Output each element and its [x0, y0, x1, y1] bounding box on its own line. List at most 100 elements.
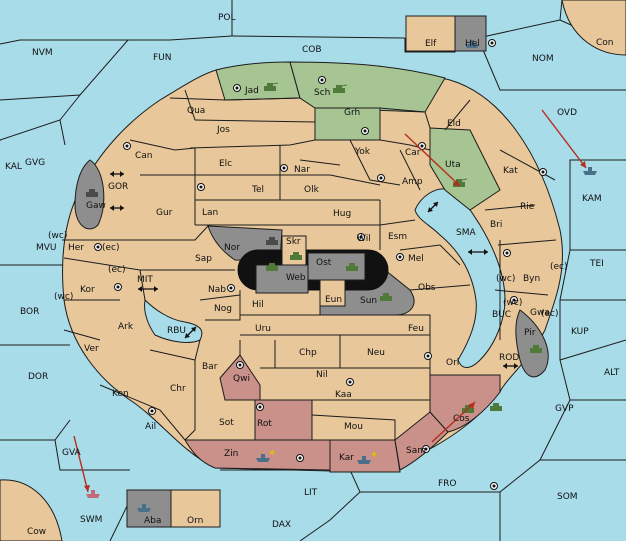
fleet-unit[interactable] [583, 167, 597, 175]
label-ail: Ail [145, 422, 156, 432]
army-unit[interactable] [290, 252, 302, 260]
label-hug: Hug [333, 209, 351, 219]
svg-text:✦: ✦ [268, 448, 276, 459]
order-arrows [73, 109, 587, 493]
label-qwi: Qwi [233, 374, 250, 384]
label-her: Her [68, 243, 84, 253]
region-aba[interactable] [126, 489, 172, 528]
svg-text:✦: ✦ [370, 450, 378, 461]
region-eun[interactable] [319, 279, 346, 307]
label-dor: DOR [28, 372, 48, 382]
label-con: Con [596, 38, 614, 48]
region-qwi[interactable] [219, 354, 261, 401]
label-mit: MIT [137, 275, 153, 285]
region-web[interactable] [255, 264, 309, 294]
fleet-unit[interactable] [86, 490, 100, 498]
label-nab: Nab [208, 285, 226, 295]
supply-center [318, 76, 326, 84]
army-unit[interactable] [266, 263, 278, 271]
label-elf: Elf [425, 39, 437, 49]
crossing-arrows [110, 171, 518, 369]
label-ark: Ark [118, 322, 134, 332]
label-gva: GVA [62, 448, 82, 458]
supply-center [233, 84, 241, 92]
army-unit[interactable] [333, 84, 348, 93]
label-kam: KAM [582, 194, 602, 204]
supply-center [539, 168, 547, 176]
army-unit[interactable] [266, 237, 278, 245]
supply-center [114, 283, 122, 291]
label-qua: Qua [187, 106, 205, 116]
label-feu: Feu [408, 324, 424, 334]
region-zin[interactable] [184, 439, 331, 471]
label-dax: DAX [272, 520, 291, 530]
label-ovd: OVD [557, 108, 577, 118]
label-eld: Eld [447, 119, 461, 129]
label-gwa: Gwa [530, 308, 550, 318]
region-orn[interactable] [170, 489, 221, 528]
supply-center [148, 407, 156, 415]
supply-center [357, 233, 365, 241]
supply-center [227, 284, 235, 292]
label-tel: Tel [251, 185, 264, 195]
army-unit[interactable] [530, 345, 542, 353]
label-sam: Sam [406, 446, 426, 456]
army-unit[interactable] [380, 293, 392, 301]
label-nil: Nil [316, 370, 328, 380]
label-obs: Obs [418, 283, 436, 293]
region-elf[interactable] [405, 15, 456, 52]
fleet-unit[interactable] [465, 40, 479, 48]
fleet-unit[interactable] [256, 454, 270, 462]
label-alt: ALT [604, 368, 620, 378]
army-unit[interactable] [264, 82, 279, 91]
region-sch[interactable] [289, 61, 446, 113]
army-unit[interactable] [462, 405, 474, 413]
supply-center [280, 164, 288, 172]
army-unit[interactable] [346, 263, 358, 271]
double-arrow-icon [138, 286, 158, 292]
fleet-unit[interactable] [137, 504, 151, 512]
label-kup: KUP [571, 327, 589, 337]
label-buc: BUC [492, 310, 511, 320]
label-kor: Kor [80, 285, 95, 295]
label-pir: Pir [524, 328, 536, 338]
army-unit[interactable] [86, 189, 98, 197]
label-jad: Jad [244, 86, 259, 96]
label-lan: Lan [202, 208, 218, 218]
region-uta[interactable] [429, 127, 501, 211]
label-web: Web [286, 273, 306, 283]
fleet-unit[interactable] [357, 456, 371, 464]
label-mou: Mou [344, 422, 363, 432]
supply-center [346, 378, 354, 386]
label-som: SOM [557, 492, 578, 502]
move-order-arrow [541, 109, 587, 169]
coast-label: (wc) [503, 298, 522, 308]
region-pir[interactable] [515, 309, 549, 378]
label-sma: SMA [456, 228, 476, 238]
label-nvm: NVM [32, 48, 53, 58]
supply-center [510, 296, 518, 304]
label-pol: POL [218, 13, 236, 23]
label-uta: Uta [445, 160, 461, 170]
label-amp: Amp [402, 177, 423, 187]
label-fro: FRO [438, 479, 457, 489]
label-cos: Cos [453, 414, 470, 424]
double-arrow-icon [427, 201, 439, 213]
label-neu: Neu [367, 348, 385, 358]
label-ost: Ost [316, 258, 332, 268]
supply-center [503, 249, 511, 257]
label-olk: Olk [304, 185, 320, 195]
army-unit[interactable] [490, 403, 502, 411]
label-jos: Jos [216, 125, 230, 135]
supply-center [123, 142, 131, 150]
coast-label: (wc) [496, 274, 515, 284]
label-grh: Grh [344, 108, 360, 118]
label-hel: Hel [465, 39, 480, 49]
label-sap: Sap [195, 254, 212, 264]
label-eun: Eun [325, 295, 342, 305]
region-cos[interactable] [429, 374, 501, 433]
label-nom: NOM [532, 54, 554, 64]
label-ver: Ver [84, 344, 99, 354]
region-con[interactable] [561, 0, 626, 56]
label-byn: Byn [523, 274, 540, 284]
